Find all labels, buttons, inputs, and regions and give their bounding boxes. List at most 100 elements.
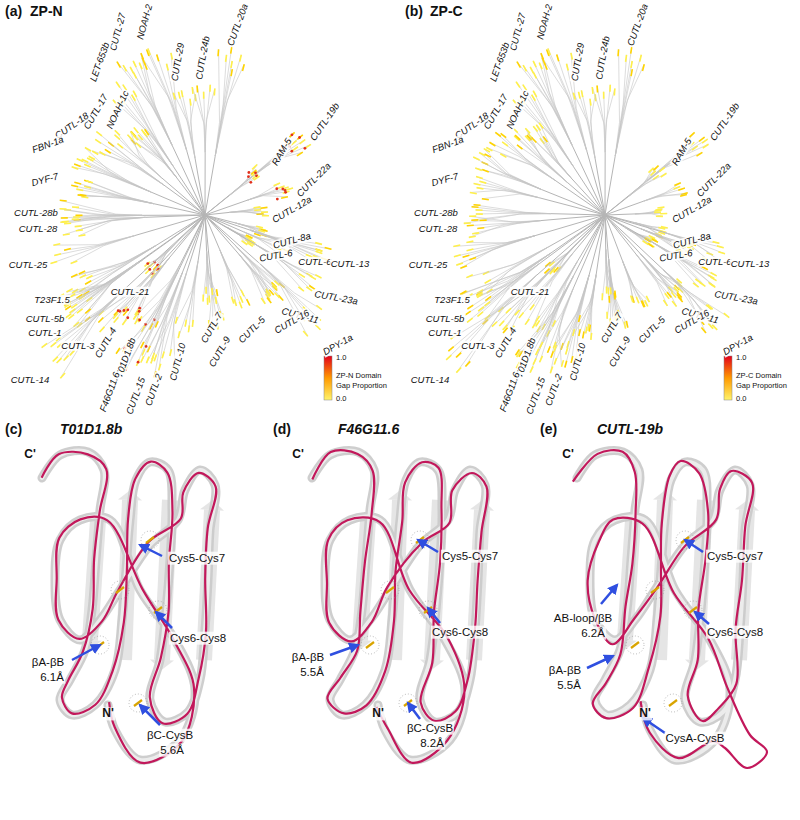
tree-branch	[615, 64, 644, 156]
gene-label: CUTL-24b	[594, 35, 612, 82]
gap-dot	[126, 308, 129, 311]
tree-tip	[548, 346, 551, 352]
tree-tip	[254, 176, 260, 180]
tree-tip	[116, 82, 120, 88]
tree-tip	[256, 226, 263, 227]
tree-branch	[615, 55, 641, 156]
tree-branch	[484, 149, 542, 190]
gene-label: CUTL-19b	[308, 100, 343, 144]
tree-branch	[65, 262, 139, 308]
distance-value: 5.5Å	[299, 666, 325, 679]
tree-tip	[467, 305, 473, 309]
tree-branch	[605, 215, 663, 270]
tree-tip	[131, 132, 136, 137]
gap-dot	[117, 309, 120, 312]
tree-branch	[466, 236, 535, 243]
tree-branch	[247, 183, 280, 200]
model-trace	[42, 452, 217, 763]
tree-tip	[718, 252, 725, 254]
tree-tip	[659, 167, 664, 171]
tree-branch	[190, 94, 195, 158]
tree-tip	[173, 93, 175, 100]
tree-tip	[114, 310, 119, 315]
tree-branch	[172, 145, 205, 215]
tree-tip	[448, 347, 453, 352]
tree-branch	[454, 236, 535, 257]
tree-branch	[467, 254, 551, 298]
tree-tip	[138, 135, 142, 140]
tree-branch	[72, 217, 146, 219]
tree-tip	[680, 195, 687, 197]
tree-branch	[605, 85, 610, 153]
tree-branch	[54, 236, 134, 256]
tree-branch	[205, 156, 215, 215]
tree-tip	[146, 357, 149, 364]
scale-title: ZP-C Domain	[736, 372, 781, 380]
tree-tip	[702, 139, 708, 143]
tree-branch	[469, 236, 535, 260]
gene-label: LET-653b	[88, 40, 112, 84]
scale-value: 0.0	[336, 395, 346, 403]
terminus-label: N'	[638, 707, 652, 720]
gene-label: CUTL-5b	[25, 314, 66, 324]
gene-label: CUTL-25	[8, 260, 49, 270]
tree-tip	[60, 208, 67, 210]
tree-tip	[136, 310, 140, 316]
tree-tip	[708, 282, 714, 286]
tree-tip	[573, 93, 575, 100]
tree-branch	[628, 166, 658, 197]
tree-tip	[456, 263, 463, 265]
pointer-arrow	[428, 608, 440, 623]
tree-tip	[61, 217, 68, 219]
gene-label: CUTL-21	[510, 287, 551, 297]
tree-tip	[240, 55, 242, 62]
tree-branch	[476, 177, 539, 198]
tree-tip	[596, 86, 598, 93]
tree-branch	[205, 85, 210, 153]
tree-tip	[98, 317, 103, 322]
tree-tip	[499, 321, 504, 326]
panel-letter: (d)	[273, 422, 291, 437]
tree-tip	[589, 325, 592, 332]
tree-tip	[472, 206, 479, 208]
tree-tip	[530, 305, 534, 310]
tree-tip	[495, 132, 501, 136]
tree-tip	[532, 137, 537, 142]
tree-tip	[262, 215, 269, 217]
tree-tip	[636, 297, 639, 304]
reference-tube	[42, 451, 216, 761]
tree-tip	[76, 215, 83, 217]
tree-tip	[178, 331, 179, 338]
tree-branch	[579, 275, 596, 336]
tree-tip	[64, 356, 69, 361]
gene-label: CUTL-25	[408, 260, 449, 270]
tree-branch	[628, 173, 666, 197]
tree-branch	[247, 132, 295, 180]
pointer-arrow	[408, 703, 420, 719]
tree-tip	[657, 206, 664, 209]
tree-branch	[460, 236, 535, 269]
pointer-arrow	[418, 540, 438, 552]
tree-branch	[604, 92, 606, 153]
distance-label: βA-βB	[548, 664, 582, 677]
tree-branch	[89, 156, 151, 192]
tree-tip	[254, 209, 261, 211]
tree-tip	[42, 343, 47, 347]
tree-branch	[62, 217, 146, 221]
tree-tip	[548, 48, 550, 55]
scale-title: ZP-N Domain	[336, 372, 381, 380]
tree-tip	[672, 301, 676, 307]
gap-dot	[126, 316, 129, 319]
tree-tip	[254, 207, 261, 208]
tree-tip	[557, 55, 559, 62]
disulfide-label: Cys5-Cys7	[441, 550, 499, 563]
tree-branch	[605, 214, 635, 215]
tree-tip	[75, 225, 82, 227]
tree-branch	[72, 207, 142, 215]
tree-branch	[198, 215, 205, 261]
tree-branch	[521, 99, 573, 167]
pointer-arrow	[587, 656, 613, 668]
tree-tip	[469, 236, 476, 237]
gene-label: FBN-1a	[430, 134, 466, 156]
tree-tip	[62, 221, 69, 223]
